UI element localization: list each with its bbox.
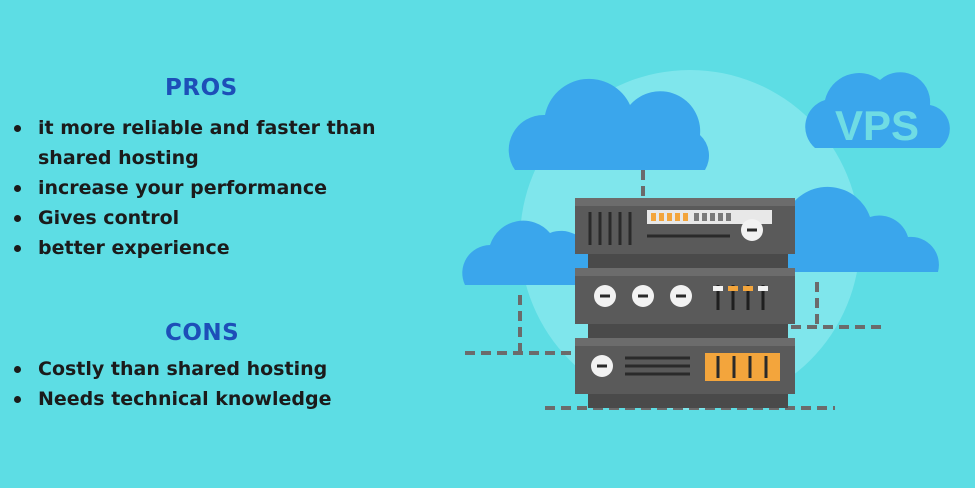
pros-cons-panel: PROS it more reliable and faster than sh… — [0, 0, 460, 488]
cons-heading: CONS — [165, 320, 240, 346]
server-unit-1 — [575, 198, 795, 254]
pros-item: increase your performance — [12, 173, 432, 203]
vps-cloud-icon — [805, 72, 950, 148]
pros-list: it more reliable and faster than shared … — [12, 113, 432, 263]
cons-list: Costly than shared hosting Needs technic… — [12, 354, 432, 414]
server-unit-3 — [575, 338, 795, 394]
vps-server-illustration — [462, 70, 939, 410]
server-unit-2 — [575, 268, 795, 324]
pros-item: Gives control — [12, 203, 432, 233]
server-stack — [575, 198, 795, 408]
pros-heading: PROS — [165, 75, 238, 101]
pros-item: it more reliable and faster than shared … — [12, 113, 432, 173]
cons-item: Needs technical knowledge — [12, 384, 432, 414]
vps-logo: VPS — [805, 72, 950, 149]
vps-logo-text: VPS — [835, 102, 919, 149]
pros-item: better experience — [12, 233, 432, 263]
cons-item: Costly than shared hosting — [12, 354, 432, 384]
